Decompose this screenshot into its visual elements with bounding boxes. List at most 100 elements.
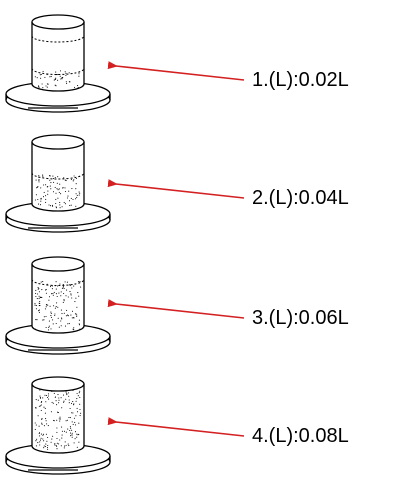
- liquid-stipple-dot: [34, 328, 36, 330]
- liquid-stipple-dot: [75, 183, 77, 185]
- liquid-stipple-dot: [63, 177, 65, 179]
- liquid-stipple-dot: [71, 287, 73, 289]
- container-label: 4.(L):0.08L: [252, 425, 349, 447]
- liquid-stipple-dot: [56, 419, 58, 421]
- liquid-stipple-dot: [47, 425, 49, 427]
- liquid-stipple-dot: [68, 72, 70, 74]
- liquid-stipple-dot: [80, 412, 82, 414]
- liquid-stipple-dot: [72, 423, 74, 425]
- liquid-stipple-dot: [53, 392, 55, 394]
- liquid-stipple-dot: [39, 397, 42, 399]
- liquid-stipple-dot: [52, 191, 55, 193]
- liquid-stipple-dot: [61, 206, 63, 208]
- liquid-stipple-dot: [54, 84, 56, 86]
- liquid-stipple-dot: [75, 415, 77, 417]
- liquid-stipple-dot: [55, 288, 57, 290]
- cylinder-top: [31, 256, 85, 272]
- liquid-stipple-dot: [65, 81, 67, 83]
- liquid-stipple-dot: [40, 281, 42, 283]
- liquid-stipple-dot: [53, 178, 55, 180]
- liquid-stipple-dot: [61, 407, 63, 409]
- liquid-stipple-dot: [64, 187, 66, 189]
- liquid-stipple-dot: [78, 281, 80, 283]
- liquid-stipple-dot: [54, 74, 57, 76]
- liquid-stipple-dot: [59, 283, 61, 285]
- liquid-stipple-dot: [59, 416, 61, 418]
- liquid-stipple-dot: [70, 294, 72, 296]
- liquid-stipple-dot: [38, 181, 40, 183]
- liquid-stipple-dot: [49, 76, 51, 78]
- liquid-stipple-dot: [49, 305, 51, 307]
- liquid-stipple-dot: [35, 179, 37, 181]
- beaker-3: 3.(L):0.06L: [5, 256, 349, 355]
- liquid-stipple-dot: [38, 311, 40, 313]
- liquid-stipple-dot: [59, 420, 61, 422]
- liquid-stipple-dot: [34, 199, 36, 201]
- liquid-stipple-dot: [62, 301, 64, 303]
- liquid-stipple-dot: [71, 434, 73, 436]
- liquid-stipple-dot: [47, 193, 49, 195]
- liquid-stipple-dot: [63, 288, 65, 290]
- liquid-stipple-dot: [76, 398, 78, 400]
- liquid-stipple-dot: [61, 313, 63, 315]
- liquid-stipple-dot: [35, 194, 37, 196]
- liquid-stipple-dot: [72, 317, 74, 319]
- liquid-stipple-dot: [41, 401, 43, 403]
- liquid-stipple-dot: [48, 204, 50, 206]
- liquid-stipple-dot: [69, 407, 71, 410]
- liquid-stipple-dot: [59, 207, 61, 209]
- liquid-stipple-dot: [75, 198, 77, 200]
- liquid-stipple-dot: [79, 192, 81, 194]
- liquid-stipple-dot: [54, 78, 56, 80]
- liquid-stipple-dot: [40, 296, 42, 298]
- liquid-stipple-dot: [50, 286, 52, 288]
- liquid-stipple-dot: [64, 190, 67, 193]
- liquid-stipple-dot: [77, 292, 79, 294]
- liquid-stipple-dot: [39, 74, 41, 76]
- liquid-stipple-dot: [77, 86, 79, 89]
- liquid-stipple-dot: [46, 283, 48, 285]
- liquid-stipple-dot: [49, 175, 51, 177]
- beaker-2: 2.(L):0.04L: [5, 134, 349, 233]
- cylinder-top: [31, 376, 85, 392]
- liquid-stipple-dot: [62, 286, 64, 288]
- liquid-stipple-dot: [35, 445, 37, 447]
- liquid-stipple-dot: [58, 326, 60, 328]
- liquid-stipple-dot: [76, 436, 78, 438]
- liquid-stipple-dot: [74, 431, 77, 433]
- liquid-stipple-dot: [37, 415, 39, 417]
- liquid-stipple-dot: [65, 391, 67, 393]
- liquid-stipple-dot: [47, 436, 49, 439]
- liquid-stipple-dot: [71, 429, 73, 431]
- liquid-stipple-dot: [68, 445, 70, 447]
- liquid-stipple-dot: [67, 296, 69, 298]
- liquid-stipple-dot: [71, 310, 74, 312]
- liquid-stipple-dot: [63, 430, 66, 432]
- liquid-stipple-dot: [36, 77, 38, 79]
- liquid-stipple-dot: [38, 302, 40, 304]
- liquid-stipple-dot: [65, 398, 67, 400]
- liquid-stipple-dot: [79, 396, 81, 398]
- liquid-stipple-dot: [76, 411, 79, 413]
- liquid-stipple-dot: [60, 320, 62, 322]
- liquid-stipple-dot: [78, 191, 80, 193]
- liquid-stipple-dot: [38, 405, 40, 407]
- liquid-stipple-dot: [79, 390, 81, 392]
- liquid-stipple-dot: [35, 295, 37, 298]
- liquid-stipple-dot: [58, 292, 60, 294]
- liquid-stipple-dot: [47, 448, 49, 450]
- liquid-stipple-dot: [48, 320, 50, 322]
- liquid-stipple-dot: [54, 443, 56, 445]
- liquid-stipple-dot: [69, 204, 71, 207]
- liquid-stipple-dot: [55, 77, 57, 79]
- liquid-stipple-dot: [40, 437, 42, 439]
- liquid-stipple-dot: [52, 175, 54, 177]
- liquid-stipple-dot: [53, 79, 55, 81]
- liquid-stipple-dot: [69, 285, 71, 287]
- liquid-stipple-dot: [73, 403, 75, 405]
- liquid-stipple-dot: [57, 74, 59, 76]
- liquid-stipple-dot: [39, 204, 42, 206]
- liquid-stipple-dot: [63, 300, 65, 302]
- liquid-stipple-dot: [43, 319, 45, 321]
- liquid-stipple-dot: [42, 319, 44, 321]
